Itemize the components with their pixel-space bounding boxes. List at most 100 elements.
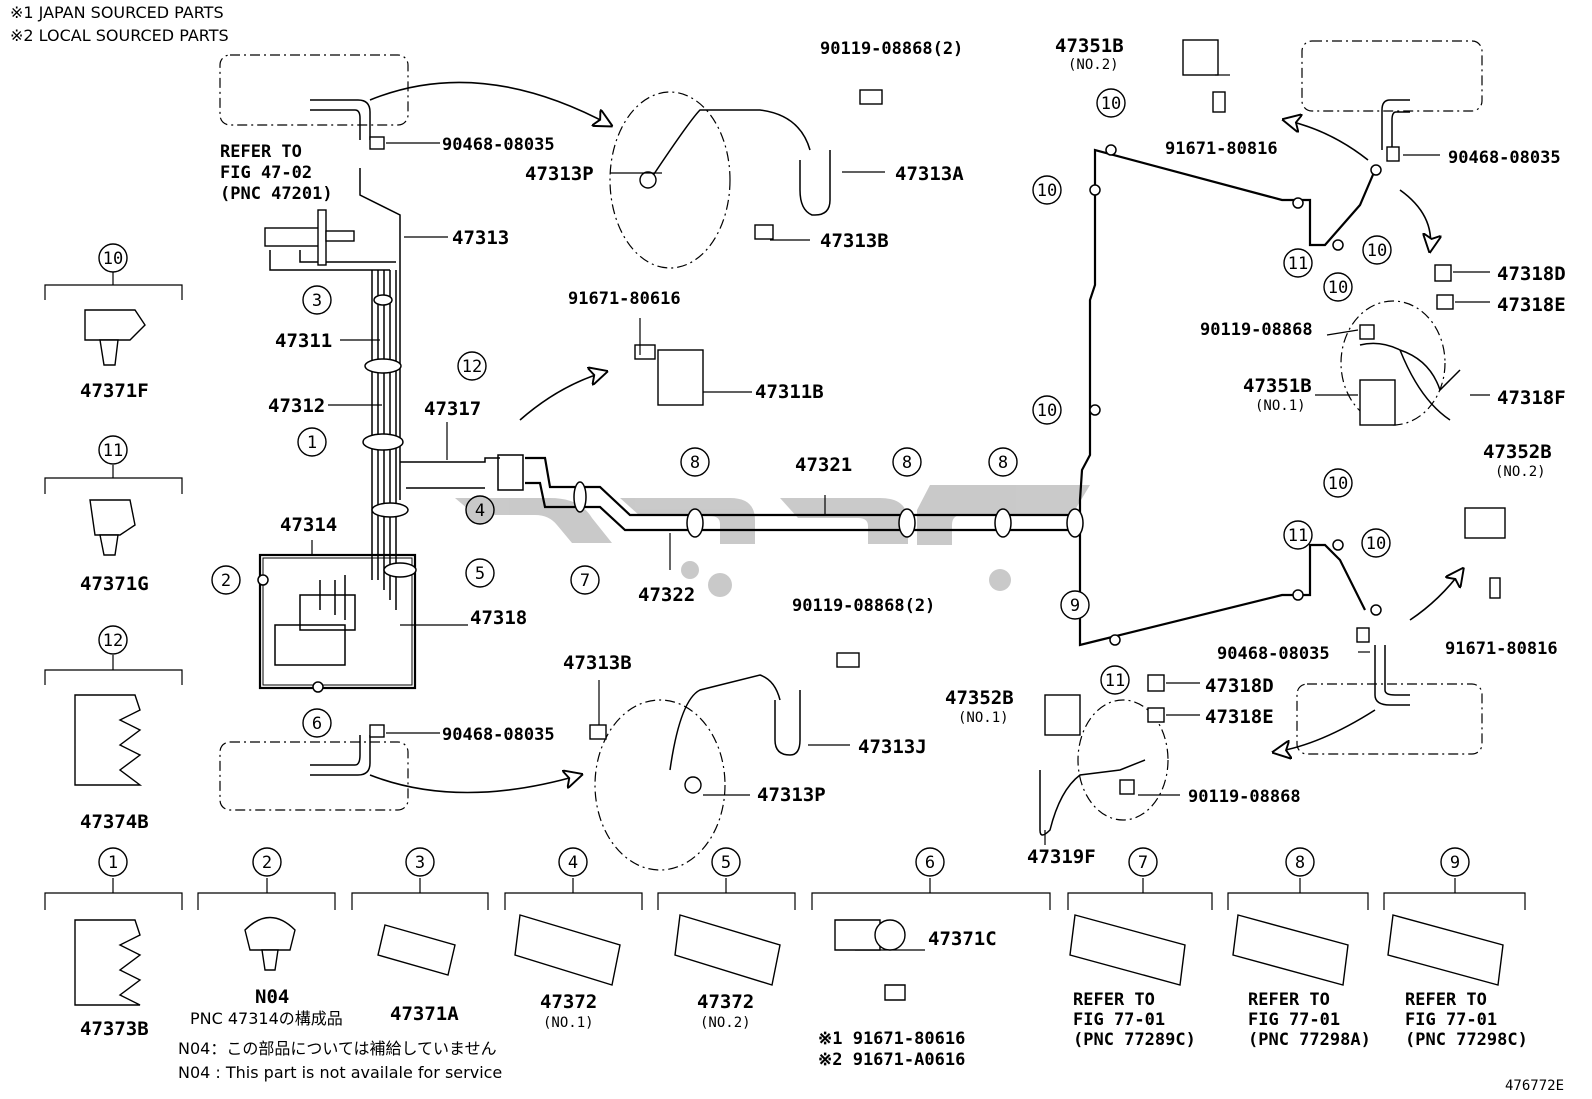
part-47351B-no2: 47351B bbox=[1055, 35, 1124, 57]
bolt-icon bbox=[884, 984, 906, 1001]
bolt-icon bbox=[589, 724, 607, 740]
callout-m12: 12 bbox=[457, 351, 487, 381]
callout-circle bbox=[570, 565, 600, 595]
bolt-90119-c: 90119-08868 bbox=[1200, 320, 1313, 340]
callout-m8a: 8 bbox=[680, 447, 710, 477]
callout-c3: 12 bbox=[98, 625, 128, 655]
callout-number: 1 bbox=[108, 853, 118, 873]
labels: 47371F 47371G 47374B 47373B N04 PNC 4731… bbox=[80, 35, 1566, 1094]
clip-N04-icon bbox=[244, 916, 296, 951]
callout-number: 1 bbox=[307, 433, 317, 453]
refer-3b: FIG 77-01 bbox=[1405, 1010, 1497, 1030]
callout-circle bbox=[1323, 272, 1353, 302]
no2-a: (NO.2) bbox=[700, 1015, 751, 1031]
callout-c2: 11 bbox=[98, 435, 128, 465]
callout-circle bbox=[98, 435, 128, 465]
callout-number: 2 bbox=[221, 571, 231, 591]
refer-1a: REFER TO bbox=[1073, 990, 1155, 1010]
clip-icon bbox=[1386, 146, 1400, 162]
refer-b: FIG 47-02 bbox=[220, 163, 312, 183]
bolt-90119-b: 90119-08868(2) bbox=[792, 596, 935, 616]
part-47374B: 47374B bbox=[80, 811, 149, 833]
callout-number: 11 bbox=[1288, 526, 1308, 546]
callout-circle bbox=[1285, 847, 1315, 877]
clip-icon bbox=[369, 724, 385, 738]
clamp-47373B-icon bbox=[74, 919, 142, 1006]
no1-c: (NO.1) bbox=[958, 710, 1009, 726]
part-47318E: 47318E bbox=[1497, 294, 1566, 316]
callout-c5: 2 bbox=[252, 847, 282, 877]
callout-circle bbox=[405, 847, 435, 877]
callout-m10b: 10 bbox=[1032, 175, 1062, 205]
callout-number: 8 bbox=[902, 453, 912, 473]
callout-c12: 9 bbox=[1440, 847, 1470, 877]
part-47314: 47314 bbox=[280, 514, 337, 536]
bracket-icon bbox=[657, 349, 704, 406]
callout-circle bbox=[1362, 235, 1392, 265]
callout-circle bbox=[711, 847, 741, 877]
callout-number: 10 bbox=[1367, 241, 1387, 261]
part-47313B: 47313B bbox=[820, 230, 889, 252]
bolt-japan: ※1 91671-80616 bbox=[818, 1029, 965, 1049]
clamp-47374B-icon bbox=[74, 694, 143, 786]
callout-c1: 10 bbox=[98, 243, 128, 273]
callout-circle bbox=[1283, 520, 1313, 550]
clip-47371F-icon bbox=[84, 309, 146, 341]
callout-number: 2 bbox=[262, 853, 272, 873]
line-clamps bbox=[257, 144, 1382, 693]
callout-number: 10 bbox=[1101, 94, 1121, 114]
callout-number: 12 bbox=[462, 357, 482, 377]
n04-jp-note: N04：この部品については補給していません bbox=[178, 1039, 497, 1058]
callout-m10c: 10 bbox=[1032, 395, 1062, 425]
callout-circle bbox=[98, 625, 128, 655]
callout-circle bbox=[1032, 175, 1062, 205]
part-47372-b: 47372 bbox=[697, 991, 754, 1013]
callout-circle bbox=[915, 847, 945, 877]
callout-circle bbox=[211, 565, 241, 595]
bolt-91671-b: 91671-80816 bbox=[1165, 139, 1278, 159]
clip-drawings bbox=[74, 309, 1504, 1006]
part-47313P-a: 47313P bbox=[757, 784, 826, 806]
callout-number: 6 bbox=[312, 714, 322, 734]
bolt-local: ※2 91671-A0616 bbox=[818, 1050, 965, 1070]
callout-m11b: 11 bbox=[1283, 520, 1313, 550]
refer-3a: REFER TO bbox=[1405, 990, 1487, 1010]
callout-number: 10 bbox=[1328, 474, 1348, 494]
part-47317: 47317 bbox=[424, 398, 481, 420]
callout-circle bbox=[1096, 88, 1126, 118]
part-47311: 47311 bbox=[275, 330, 332, 352]
callout-m11c: 11 bbox=[1100, 665, 1130, 695]
part-47321: 47321 bbox=[795, 454, 852, 476]
refer-3c: (PNC 77298C) bbox=[1405, 1030, 1528, 1050]
part-47371A: 47371A bbox=[390, 1003, 459, 1025]
part-47351B-no1: 47351B bbox=[1243, 375, 1312, 397]
no1-b: (NO.1) bbox=[1255, 398, 1306, 414]
callout-circle bbox=[892, 447, 922, 477]
callout-number: 3 bbox=[312, 291, 322, 311]
refer-a: REFER TO bbox=[220, 142, 302, 162]
callout-c9: 6 bbox=[915, 847, 945, 877]
part-47371F: 47371F bbox=[80, 380, 149, 402]
callout-m6: 6 bbox=[302, 708, 332, 738]
part-47313J: 47313J bbox=[858, 736, 927, 758]
callout-circle bbox=[465, 495, 495, 525]
callout-circle bbox=[1100, 665, 1130, 695]
callout-m11a: 11 bbox=[1283, 248, 1313, 278]
local-sourced-note: ※2 LOCAL SOURCED PARTS bbox=[10, 26, 229, 45]
bolt-icon bbox=[634, 344, 656, 360]
callout-c8: 5 bbox=[711, 847, 741, 877]
callout-number: 8 bbox=[1295, 853, 1305, 873]
japan-sourced-note: ※1 JAPAN SOURCED PARTS bbox=[10, 3, 224, 22]
refer-2a: REFER TO bbox=[1248, 990, 1330, 1010]
clamp-77289C-icon bbox=[1069, 914, 1186, 986]
kit-brackets bbox=[44, 270, 1526, 910]
callout-number: 8 bbox=[998, 453, 1008, 473]
callout-m10e: 10 bbox=[1362, 235, 1392, 265]
callout-number: 10 bbox=[1037, 401, 1057, 421]
valve-icon bbox=[264, 227, 326, 247]
bolt-90468-d: 90468-08035 bbox=[1217, 644, 1330, 664]
callout-number: 5 bbox=[475, 564, 485, 584]
brake-line-harness bbox=[258, 99, 1461, 836]
callout-m10a: 10 bbox=[1096, 88, 1126, 118]
part-47352B-no2: 47352B bbox=[1483, 441, 1552, 463]
